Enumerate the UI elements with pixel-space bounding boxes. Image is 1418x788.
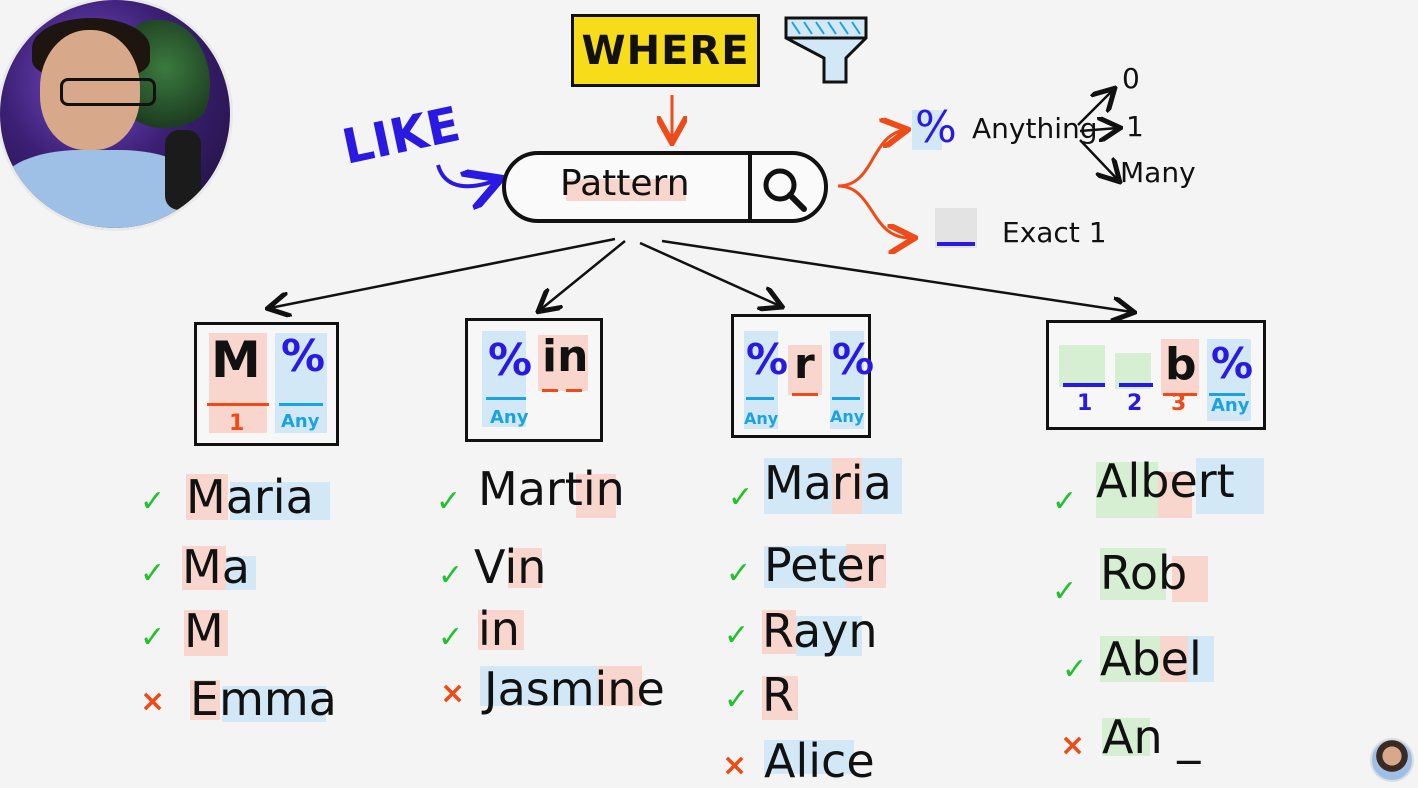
position-label: 1 [229, 411, 245, 436]
match-check-icon: ✓ [728, 480, 754, 515]
pattern-char: % [1211, 339, 1254, 388]
no-match-x-icon: × [140, 684, 166, 719]
example-name: Vin [474, 540, 547, 594]
funnel-icon [784, 16, 868, 84]
example-name: Abel [1100, 632, 1202, 686]
pattern-search-bar: Pattern [502, 151, 828, 223]
example-name: Alice [764, 734, 875, 788]
no-match-x-icon: × [1060, 728, 1086, 763]
example-name: An _ [1102, 710, 1201, 764]
pattern-box-percent-r-percent: % r % Any Any [731, 314, 875, 438]
example-name: Maria [764, 456, 892, 510]
pattern-char: % [281, 331, 326, 382]
zero-option: 0 [1122, 62, 1140, 95]
match-check-icon: ✓ [438, 620, 464, 655]
one-option: 1 [1126, 110, 1144, 143]
any-label: Any [1211, 395, 1250, 416]
no-match-x-icon: × [440, 676, 466, 711]
any-label: Any [490, 407, 529, 428]
pattern-char: % [832, 335, 875, 384]
match-check-icon: ✓ [438, 558, 464, 593]
match-check-icon: ✓ [724, 618, 750, 653]
example-name: Rayn [762, 604, 878, 658]
pattern-box-underscore-b-percent: b % 1 2 3 Any [1046, 320, 1266, 430]
match-check-icon: ✓ [436, 484, 462, 519]
pattern-box-m-percent: M % 1 Any [194, 322, 339, 446]
any-label: Any [281, 411, 320, 432]
position-label: 1 [1077, 391, 1093, 416]
underscore-wildcard [935, 208, 977, 248]
no-match-x-icon: × [722, 748, 748, 783]
pattern-char: M [211, 331, 261, 389]
channel-avatar[interactable] [1370, 738, 1414, 782]
example-name: Maria [186, 470, 314, 524]
many-option: Many [1120, 156, 1196, 189]
match-check-icon: ✓ [140, 556, 166, 591]
example-name: Emma [190, 672, 337, 726]
example-name: Rob [1100, 546, 1188, 600]
search-icon [763, 168, 807, 212]
pattern-label: Pattern [560, 163, 690, 204]
example-name: Jasmine [484, 662, 665, 716]
pattern-char: r [794, 339, 815, 388]
position-label: 3 [1171, 391, 1187, 416]
any-label: Any [830, 407, 865, 426]
match-check-icon: ✓ [140, 620, 166, 655]
example-name: Martin [478, 462, 625, 516]
pattern-char: % [488, 335, 533, 386]
example-name: M [184, 604, 224, 658]
match-check-icon: ✓ [140, 484, 166, 519]
pattern-char: b [1165, 339, 1197, 390]
match-check-icon: ✓ [1052, 484, 1078, 519]
exact-one-label: Exact 1 [1002, 216, 1107, 249]
match-check-icon: ✓ [726, 556, 752, 591]
any-label: Any [744, 409, 779, 428]
example-name: in [478, 602, 520, 656]
match-check-icon: ✓ [724, 682, 750, 717]
match-check-icon: ✓ [1062, 652, 1088, 687]
pattern-char: in [542, 331, 589, 382]
example-name: Albert [1096, 454, 1235, 508]
example-name: R [762, 668, 794, 722]
webcam-presenter [0, 0, 230, 228]
where-keyword: WHERE [571, 14, 760, 87]
position-label: 2 [1127, 391, 1143, 416]
match-check-icon: ✓ [1052, 574, 1078, 609]
percent-wildcard: % [915, 102, 957, 153]
example-name: Ma [182, 540, 250, 594]
pattern-char: % [746, 335, 789, 384]
pattern-box-percent-in: % in Any [465, 318, 603, 442]
anything-label: Anything [972, 112, 1098, 145]
example-name: Peter [764, 538, 884, 592]
